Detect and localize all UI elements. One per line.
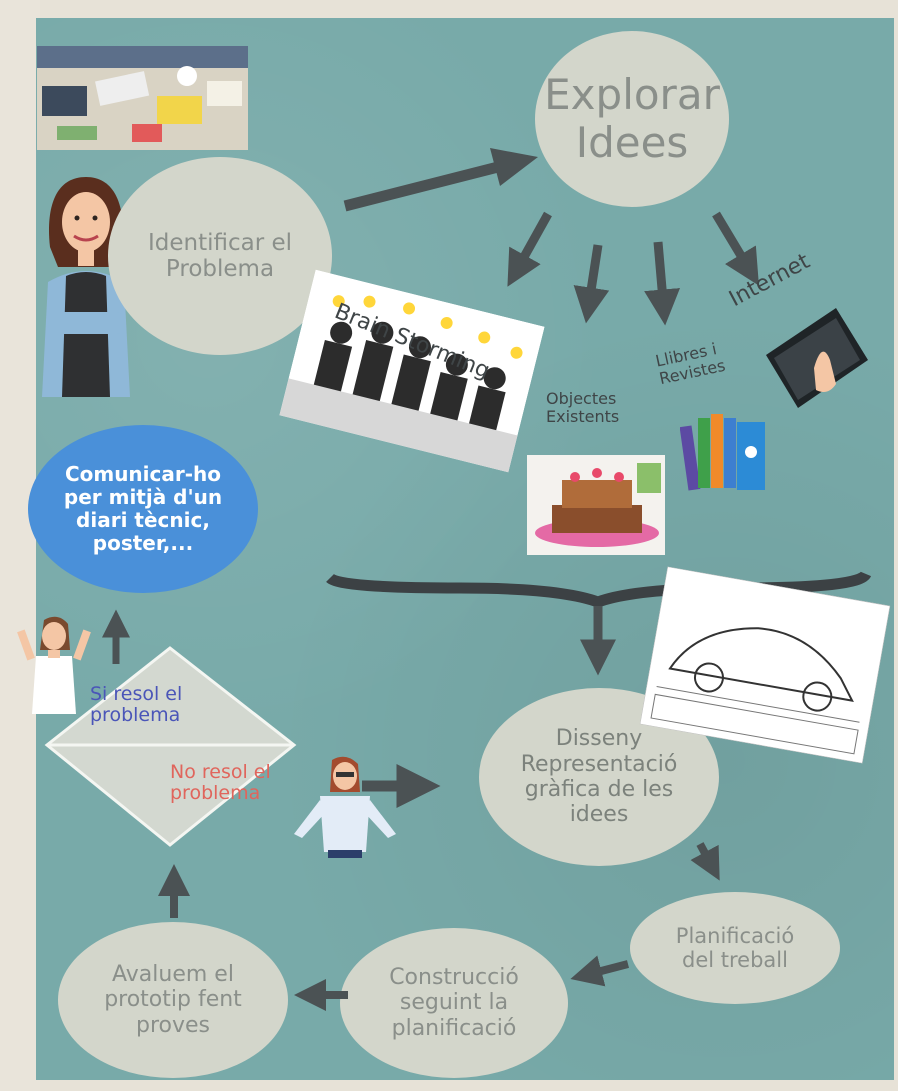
objectes-label: Objectes Existents (546, 389, 620, 426)
avaluem-node: Avaluem el prototip fent proves (58, 922, 288, 1078)
explorar-idees-text: Explorar Idees (544, 69, 720, 167)
no-resol-label: No resol el problema (170, 761, 271, 804)
identificar-problema-text: Identificar el Problema (147, 229, 293, 282)
desk-photo (37, 46, 248, 150)
construccio-text: Construcció seguint la planificació (389, 965, 519, 1041)
car-blueprint (639, 566, 891, 764)
construccio-node: Construcció seguint la planificació (340, 928, 568, 1078)
explorar-idees-node: Explorar Idees (535, 31, 729, 207)
comunicar-node: Comunicar-ho per mitjà d'un diari tècnic… (28, 425, 258, 593)
planificacio-text: Planificació del treball (675, 923, 795, 972)
books-icon (679, 408, 772, 494)
arrow-to-construccio (570, 955, 630, 987)
avaluem-text: Avaluem el prototip fent proves (104, 962, 242, 1038)
laptop-icon (756, 300, 872, 412)
disseny-node: Disseny Representació gràfica de les ide… (479, 688, 719, 866)
paper-edge (0, 0, 40, 1091)
arrow-to-explorar-head (490, 148, 538, 186)
cake-photo (527, 455, 665, 555)
converging-brace (326, 570, 872, 608)
planificacio-node: Planificació del treball (630, 892, 840, 1004)
arrow-to-explorar (343, 158, 512, 212)
shrugging-woman (290, 752, 400, 860)
woman-avatar (38, 172, 134, 397)
comunicar-text: Comunicar-ho per mitjà d'un diari tècnic… (63, 462, 223, 555)
cheering-woman (14, 610, 94, 714)
disseny-text: Disseny Representació gràfica de les ide… (520, 726, 678, 828)
arrow-to-planificacio (690, 842, 720, 881)
identificar-problema-node: Identificar el Problema (108, 157, 332, 355)
branch-arrows (507, 211, 759, 326)
brainstorm-illustration (279, 269, 545, 473)
si-resol-label: Si resol el problema (90, 683, 183, 726)
